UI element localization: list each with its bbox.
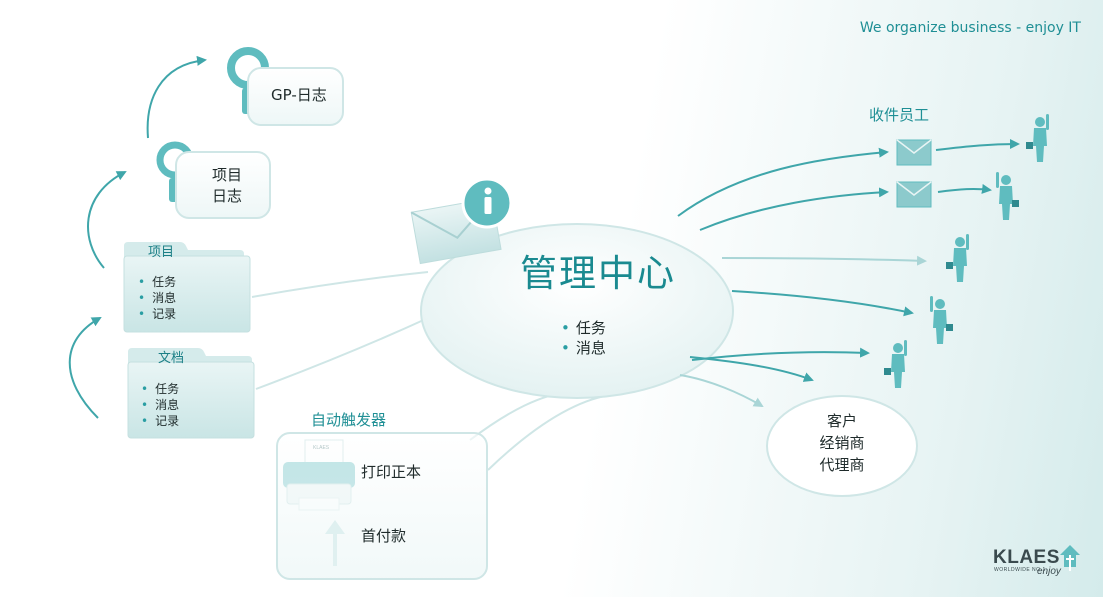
employee-icon — [884, 340, 907, 388]
list-item: 记录 — [141, 413, 179, 429]
arrow-doc-to-project — [68, 317, 102, 419]
folder-document-list: 任务 消息 记录 — [141, 381, 179, 429]
logo-enjoy: enjoy — [1037, 566, 1061, 577]
customer-text: 客户 经销商 代理商 — [767, 410, 917, 476]
list-item: 任务 — [141, 381, 179, 397]
customer-line: 客户 — [826, 412, 857, 430]
logo-icon — [1060, 545, 1080, 571]
hub-connectors — [251, 271, 611, 471]
hub-title: 管理中心 — [520, 252, 676, 295]
payment-label: 首付款 — [361, 527, 407, 545]
print-label: 打印正本 — [361, 463, 422, 481]
left-flow-arrows — [68, 55, 207, 419]
arrow-projectlog-to-gplog — [146, 55, 207, 139]
recipients-label: 收件员工 — [869, 106, 930, 124]
list-item: 记录 — [138, 306, 176, 322]
list-item: 任务 — [561, 318, 606, 338]
list-item: 消息 — [141, 397, 179, 413]
employee-icon — [996, 172, 1019, 220]
folder-document-tab: 文档 — [158, 351, 185, 366]
customer-line: 经销商 — [819, 434, 865, 452]
gp-log-card — [247, 67, 344, 126]
list-item: 消息 — [138, 290, 176, 306]
folder-project-list: 任务 消息 记录 — [138, 274, 176, 322]
recipient-arrows-light — [679, 255, 927, 408]
mail-icon — [896, 139, 932, 166]
folder-project-tab: 项目 — [148, 245, 175, 260]
list-item: 任务 — [138, 274, 176, 290]
employee-icon — [946, 234, 969, 282]
logo-sub: WORLDWIDE NO.1 — [994, 567, 1046, 573]
project-log-card — [175, 151, 271, 219]
hub-list: 任务 消息 — [561, 318, 606, 358]
gp-log-label: GP-日志 — [271, 86, 327, 104]
employee-icon — [1026, 114, 1049, 162]
hub-ellipse — [420, 223, 734, 399]
customer-line: 代理商 — [819, 456, 865, 474]
tagline: We organize business - enjoy IT — [859, 20, 1081, 36]
recipient-arrows — [677, 139, 1020, 382]
auto-trigger-card — [276, 432, 488, 580]
customer-ellipse — [766, 395, 918, 497]
employee-icon — [930, 296, 953, 344]
project-log-line2: 日志 — [212, 187, 243, 205]
project-log-line1: 项目 — [212, 166, 243, 184]
mail-icon — [896, 181, 932, 208]
info-icon — [461, 177, 513, 229]
arrow-project-to-projectlog — [87, 171, 127, 269]
logo-name: KLAES — [993, 547, 1060, 568]
list-item: 消息 — [561, 338, 606, 358]
auto-trigger-label: 自动触发器 — [311, 411, 387, 429]
